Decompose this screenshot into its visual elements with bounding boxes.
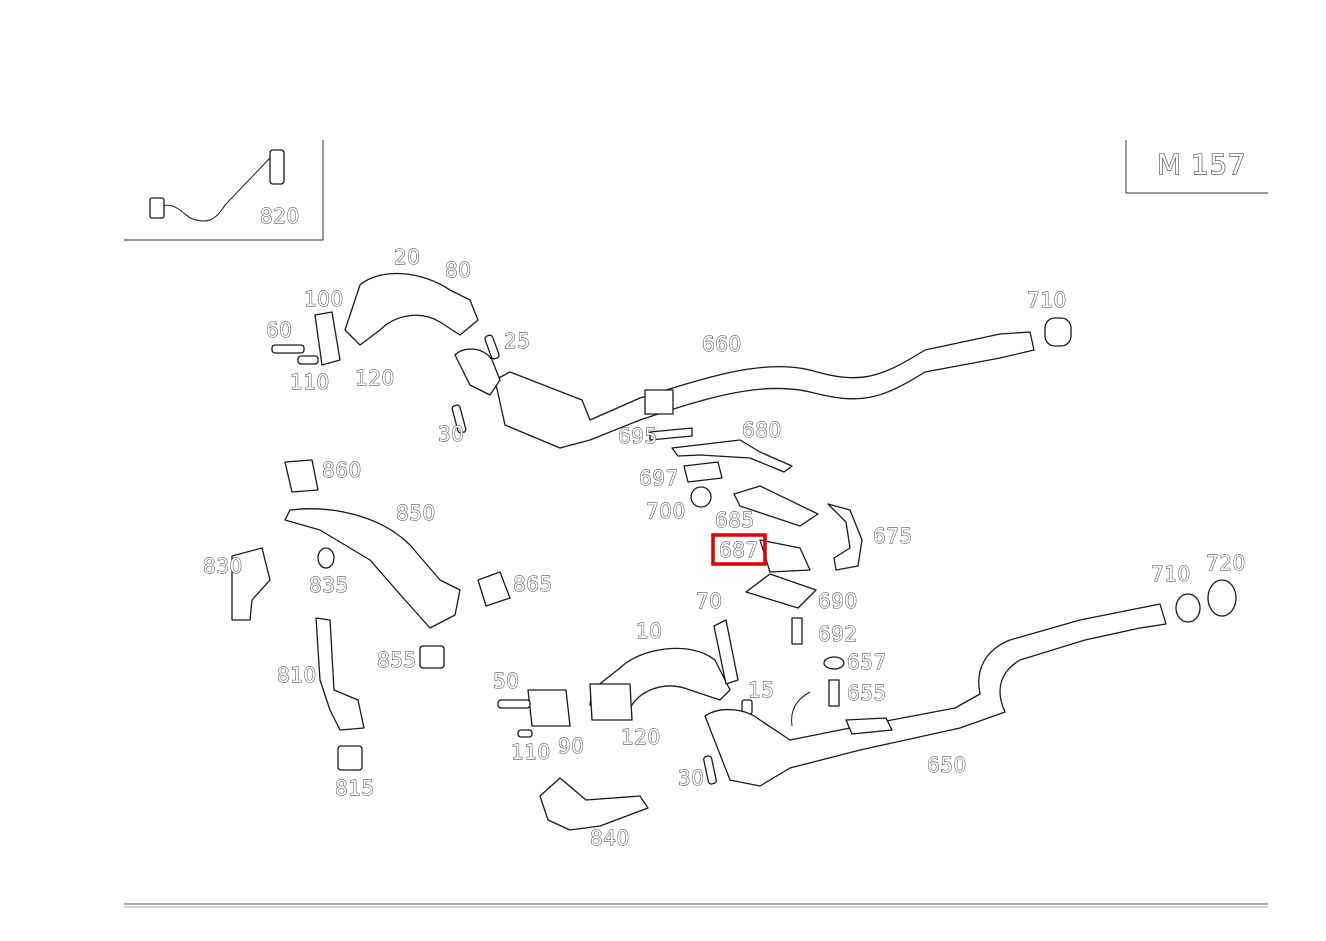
part-label-720[interactable]: 720 [1206,551,1246,576]
upper-exhaust-pipe [494,317,1072,449]
clamp-710-top [1044,317,1072,347]
part-label-710-bottom[interactable]: 710 [1151,562,1191,587]
part-label-820[interactable]: 820 [260,204,300,229]
part-label-90[interactable]: 90 [558,734,585,759]
part-label-840[interactable]: 840 [590,826,630,851]
part-label-70[interactable]: 70 [696,589,723,614]
part-labels: 820 20 80 100 60 25 110 120 660 710 30 6… [203,204,1246,851]
part-label-80[interactable]: 80 [445,258,472,283]
part-label-657[interactable]: 657 [847,650,887,675]
part-label-20[interactable]: 20 [394,245,421,270]
part-687-bracket [759,539,811,573]
engine-label: M 157 [1157,148,1246,181]
part-label-835[interactable]: 835 [309,573,349,598]
lower-exhaust-pipe [704,579,1237,787]
part-label-680[interactable]: 680 [742,418,782,443]
part-label-810[interactable]: 810 [277,663,317,688]
part-label-700[interactable]: 700 [646,499,686,524]
mount-brackets [649,427,863,727]
part-label-655[interactable]: 655 [847,681,887,706]
part-label-110-bottom[interactable]: 110 [511,740,551,765]
part-label-660[interactable]: 660 [702,332,742,357]
part-label-692[interactable]: 692 [818,622,858,647]
part-label-10[interactable]: 10 [636,619,663,644]
part-label-690[interactable]: 690 [818,589,858,614]
part-label-815[interactable]: 815 [335,776,375,801]
part-label-110-top[interactable]: 110 [290,370,330,395]
engine-label-box: M 157 [1125,140,1268,194]
part-label-30-bottom[interactable]: 30 [678,766,705,791]
part-label-675[interactable]: 675 [873,524,913,549]
part-label-30-top[interactable]: 30 [438,422,465,447]
part-label-865[interactable]: 865 [513,572,553,597]
part-label-50[interactable]: 50 [493,669,520,694]
part-label-710-top[interactable]: 710 [1027,288,1067,313]
part-label-120-bottom[interactable]: 120 [621,725,661,750]
part-label-60[interactable]: 60 [266,318,293,343]
heat-shield-carrier [231,459,511,771]
part-label-687[interactable]: 687 [719,538,759,563]
part-label-25[interactable]: 25 [504,329,531,354]
lower-manifold [497,619,753,831]
bottom-rule [124,903,1268,908]
part-label-15[interactable]: 15 [748,678,775,703]
part-label-685[interactable]: 685 [715,508,755,533]
part-label-650[interactable]: 650 [927,753,967,778]
part-label-855[interactable]: 855 [377,648,417,673]
part-label-120-top[interactable]: 120 [355,366,395,391]
part-label-830[interactable]: 830 [203,554,243,579]
part-label-697[interactable]: 697 [639,466,679,491]
highlight-box-687 [711,533,767,566]
part-label-100[interactable]: 100 [304,287,344,312]
oxygen-sensor-icon [149,149,285,222]
upper-manifold [271,272,501,434]
part-label-695[interactable]: 695 [618,424,658,449]
part-label-860[interactable]: 860 [322,458,362,483]
sensor-inset [124,140,324,241]
part-label-850[interactable]: 850 [396,501,436,526]
